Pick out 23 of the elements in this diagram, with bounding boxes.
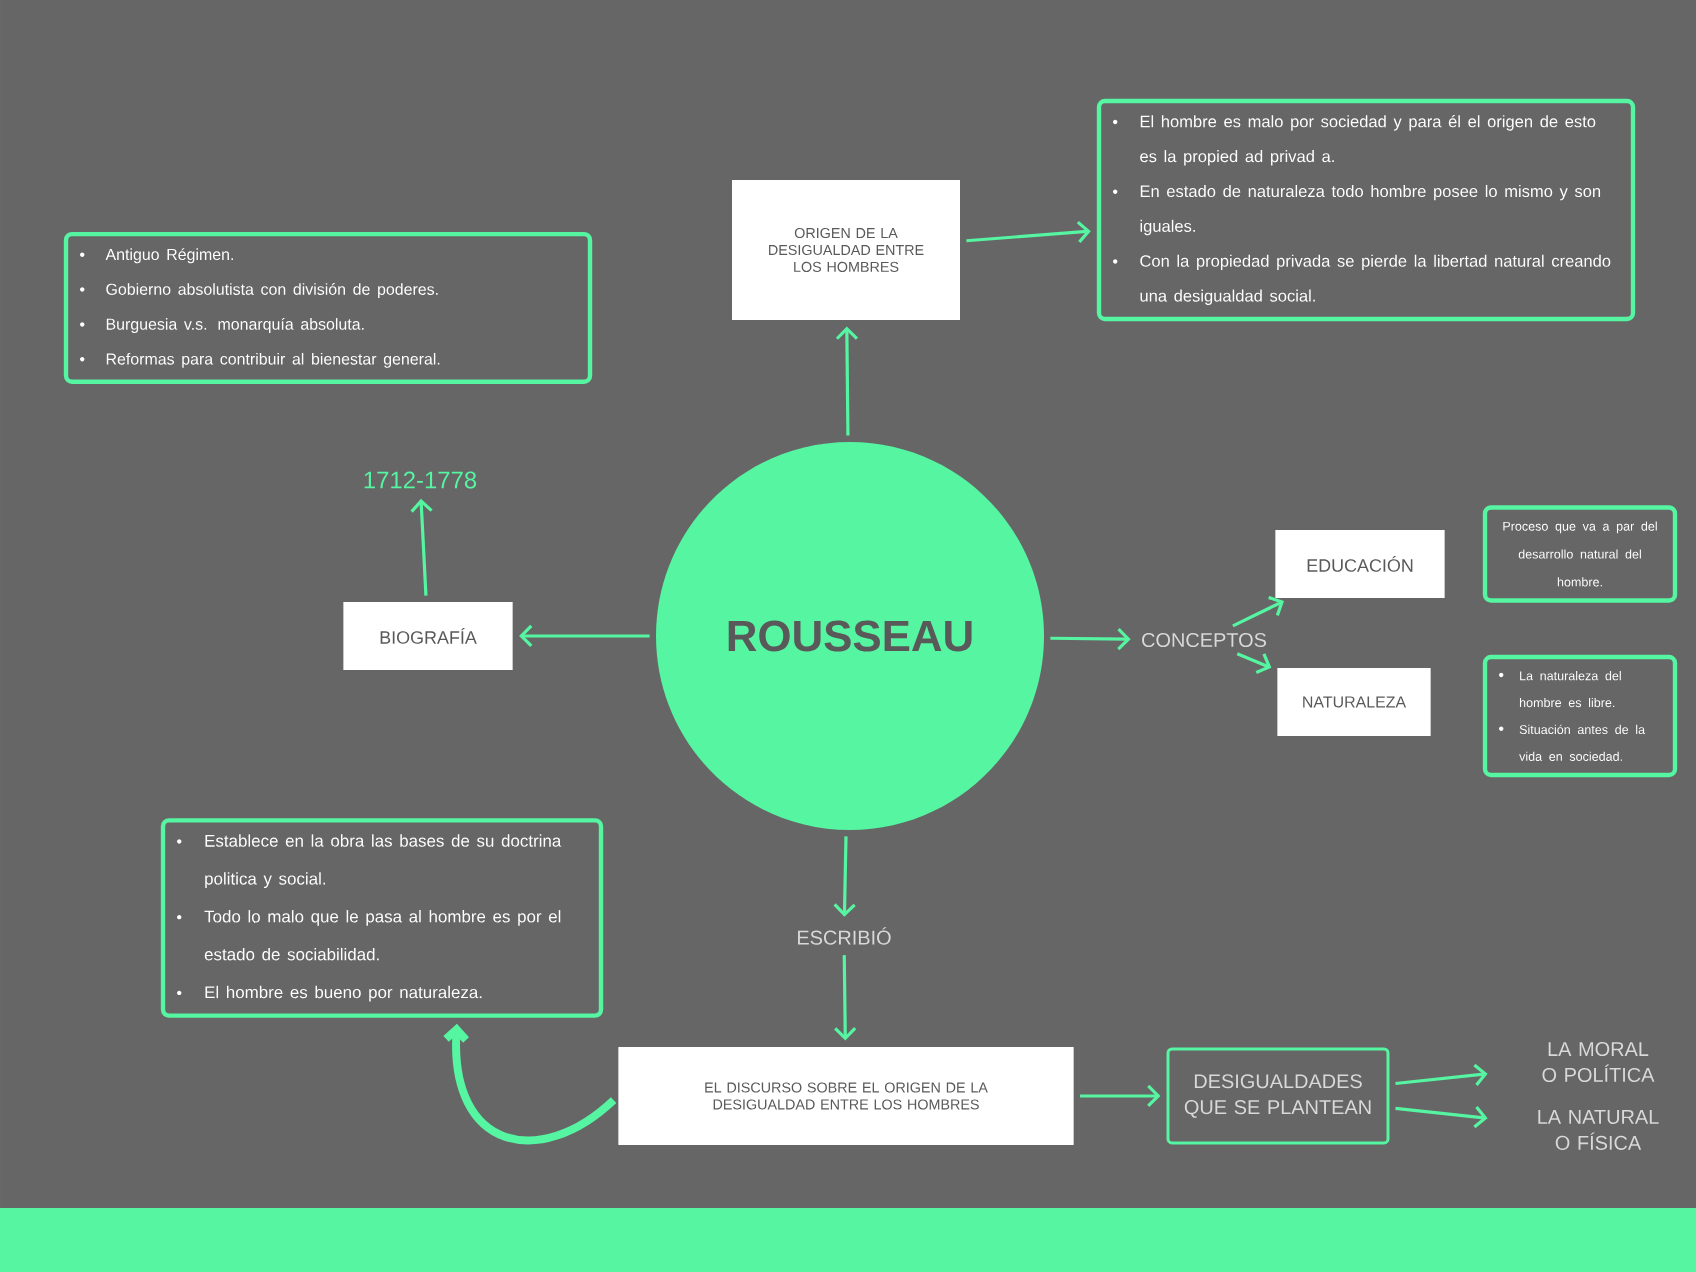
category-label: LA NATURAL O FÍSICA xyxy=(1538,1110,1659,1150)
year-label: 1712-1778 xyxy=(364,471,477,489)
topic-box: BIOGRAFÍA xyxy=(343,602,513,670)
arrow xyxy=(1236,652,1272,674)
concept-label: CONCEPTOS xyxy=(1142,632,1266,648)
category-box: DESIGUALDADES QUE SE PLANTEAN xyxy=(1166,1047,1390,1145)
arrow xyxy=(443,1023,617,1145)
arrow xyxy=(966,220,1091,244)
arrow xyxy=(1050,627,1131,651)
relation-label: ESCRIBIÓ xyxy=(798,927,891,945)
info-box: El hombre es malo por sociedad y para él el origen de esto es la propied ad privad a. En estado de naturaleza todo hombre posee lo mismo y son iguales. Con la propiedad privada se pierde la libertad natural creando una desigualdad social. xyxy=(1096,98,1636,322)
info-box: Establece en la obra las bases de su doctrina politica y social. Todo lo malo que le pasa al hombre es por el estado de sociabilidad. El hombre es bueno por naturaleza. xyxy=(160,818,604,1018)
category-label: LA MORAL O POLÍTICA xyxy=(1542,1042,1655,1082)
arrow xyxy=(1232,595,1284,628)
arrow xyxy=(835,326,859,436)
arrow xyxy=(519,624,650,648)
arrow xyxy=(834,955,857,1041)
topic-box: EDUCACIÓN xyxy=(1275,530,1445,598)
arrow xyxy=(1080,1084,1161,1108)
arrow xyxy=(1395,1063,1488,1086)
arrow xyxy=(833,836,856,917)
arrow xyxy=(1395,1106,1488,1129)
arrow xyxy=(410,498,433,596)
